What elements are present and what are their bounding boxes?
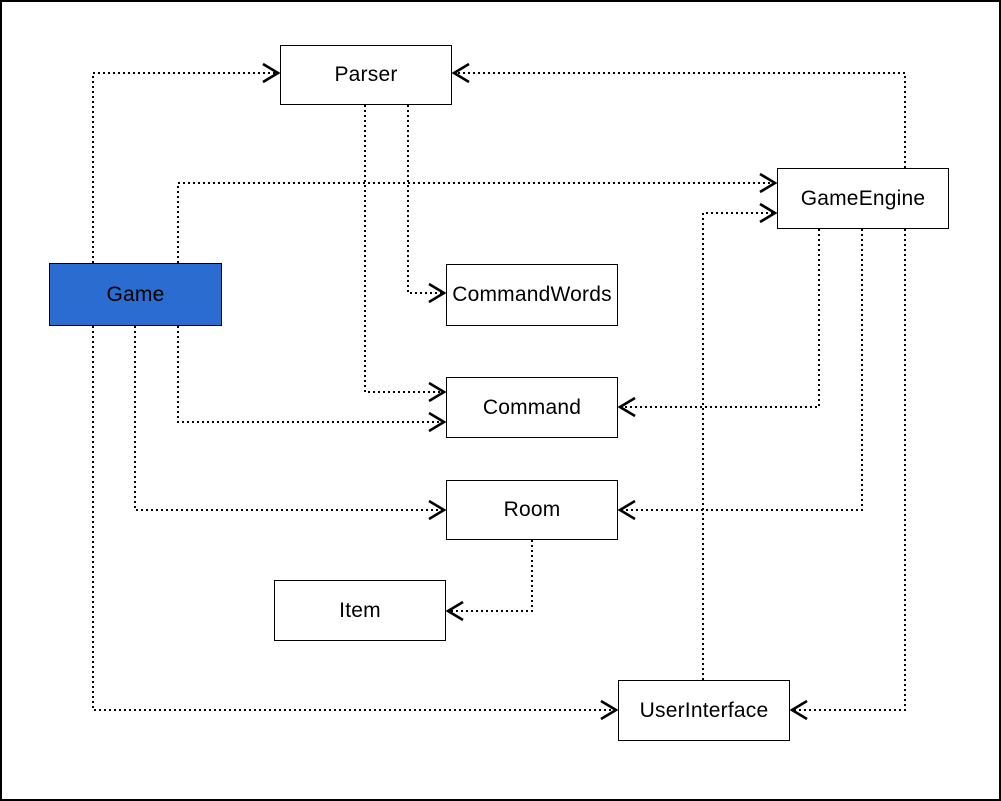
dependency-arrow-gameengine-to-room[interactable] xyxy=(617,229,863,521)
dependency-arrow-parser-to-commandwords[interactable] xyxy=(407,105,447,304)
dependency-arrow-parser-to-command[interactable] xyxy=(364,105,447,403)
dependency-arrow-room-to-item[interactable] xyxy=(445,540,533,622)
class-label-command-words: CommandWords xyxy=(452,283,612,306)
class-label-command: Command xyxy=(482,395,582,419)
class-label-game-engine: GameEngine xyxy=(800,186,926,210)
class-box-command-words[interactable]: CommandWords xyxy=(446,264,618,326)
class-box-user-interface[interactable]: UserInterface xyxy=(618,680,790,741)
dependency-arrow-game-to-gameengine[interactable] xyxy=(177,172,778,263)
dependency-arrow-game-to-command[interactable] xyxy=(177,326,447,433)
dependency-arrow-userinterface-to-gameengine[interactable] xyxy=(702,202,778,680)
dependency-arrow-game-to-parser[interactable] xyxy=(92,62,281,263)
class-box-parser[interactable]: Parser xyxy=(280,45,452,105)
class-label-room: Room xyxy=(503,498,561,521)
class-box-command[interactable]: Command xyxy=(446,377,618,438)
class-box-game[interactable]: Game xyxy=(49,263,222,326)
class-label-parser: Parser xyxy=(334,63,398,86)
class-label-user-interface: UserInterface xyxy=(639,698,769,722)
dependency-arrow-game-to-room[interactable] xyxy=(134,326,447,521)
dependency-arrow-gameengine-to-userinterface[interactable] xyxy=(789,229,906,721)
class-box-item[interactable]: Item xyxy=(274,580,446,641)
dependency-arrow-gameengine-to-command[interactable] xyxy=(617,229,820,418)
class-box-game-engine[interactable]: GameEngine xyxy=(777,168,949,229)
dependency-arrow-gameengine-to-parser[interactable] xyxy=(451,62,906,168)
class-label-item: Item xyxy=(339,598,381,622)
class-box-room[interactable]: Room xyxy=(446,480,618,540)
class-label-game: Game xyxy=(106,282,165,306)
